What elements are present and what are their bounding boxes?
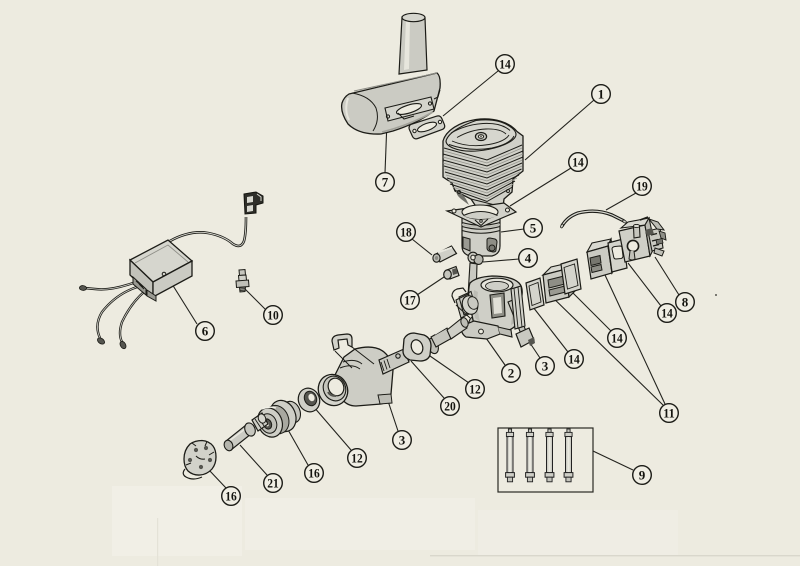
- svg-text:14: 14: [611, 331, 623, 346]
- svg-text:16: 16: [308, 466, 320, 481]
- svg-text:12: 12: [469, 382, 481, 397]
- svg-text:16: 16: [225, 489, 237, 504]
- svg-text:14: 14: [572, 155, 584, 170]
- svg-text:6: 6: [202, 324, 209, 339]
- svg-text:18: 18: [400, 225, 412, 240]
- svg-text:14: 14: [499, 57, 511, 72]
- svg-text:1: 1: [598, 87, 605, 102]
- svg-text:14: 14: [661, 306, 673, 321]
- svg-text:20: 20: [444, 399, 456, 414]
- svg-text:4: 4: [525, 251, 532, 266]
- svg-text:10: 10: [267, 308, 279, 323]
- svg-text:8: 8: [682, 295, 689, 310]
- svg-text:5: 5: [530, 221, 537, 236]
- svg-text:9: 9: [639, 468, 646, 483]
- svg-text:14: 14: [568, 352, 580, 367]
- svg-text:3: 3: [399, 433, 406, 448]
- svg-text:17: 17: [404, 293, 416, 308]
- svg-text:12: 12: [351, 451, 363, 466]
- svg-text:11: 11: [663, 406, 675, 421]
- svg-text:7: 7: [382, 175, 389, 190]
- svg-text:19: 19: [636, 179, 648, 194]
- svg-text:21: 21: [267, 476, 279, 491]
- svg-text:2: 2: [508, 366, 515, 381]
- svg-text:3: 3: [542, 359, 549, 374]
